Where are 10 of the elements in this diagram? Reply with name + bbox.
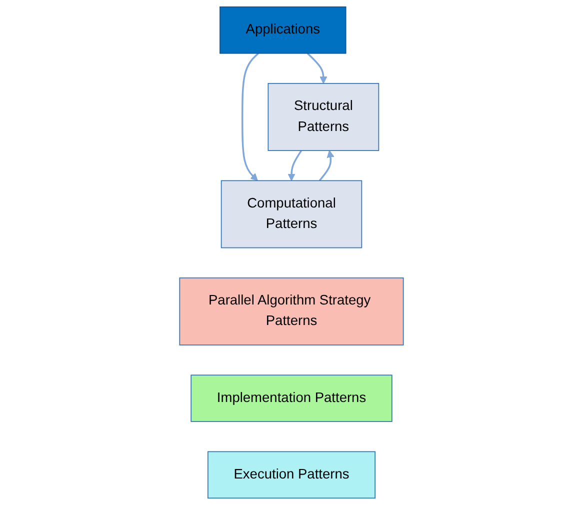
node-box: Applications xyxy=(220,6,346,54)
arrow xyxy=(242,52,259,181)
arrow xyxy=(306,52,328,84)
node-box: Parallel Algorithm Strategy Patterns xyxy=(179,277,404,346)
arrow xyxy=(318,150,334,182)
node-box: Computational Patterns xyxy=(220,180,362,248)
node-box: Execution Patterns xyxy=(208,451,376,499)
node-box: Implementation Patterns xyxy=(190,374,392,422)
arrow xyxy=(288,150,302,181)
node-box: Structural Patterns xyxy=(268,83,380,151)
